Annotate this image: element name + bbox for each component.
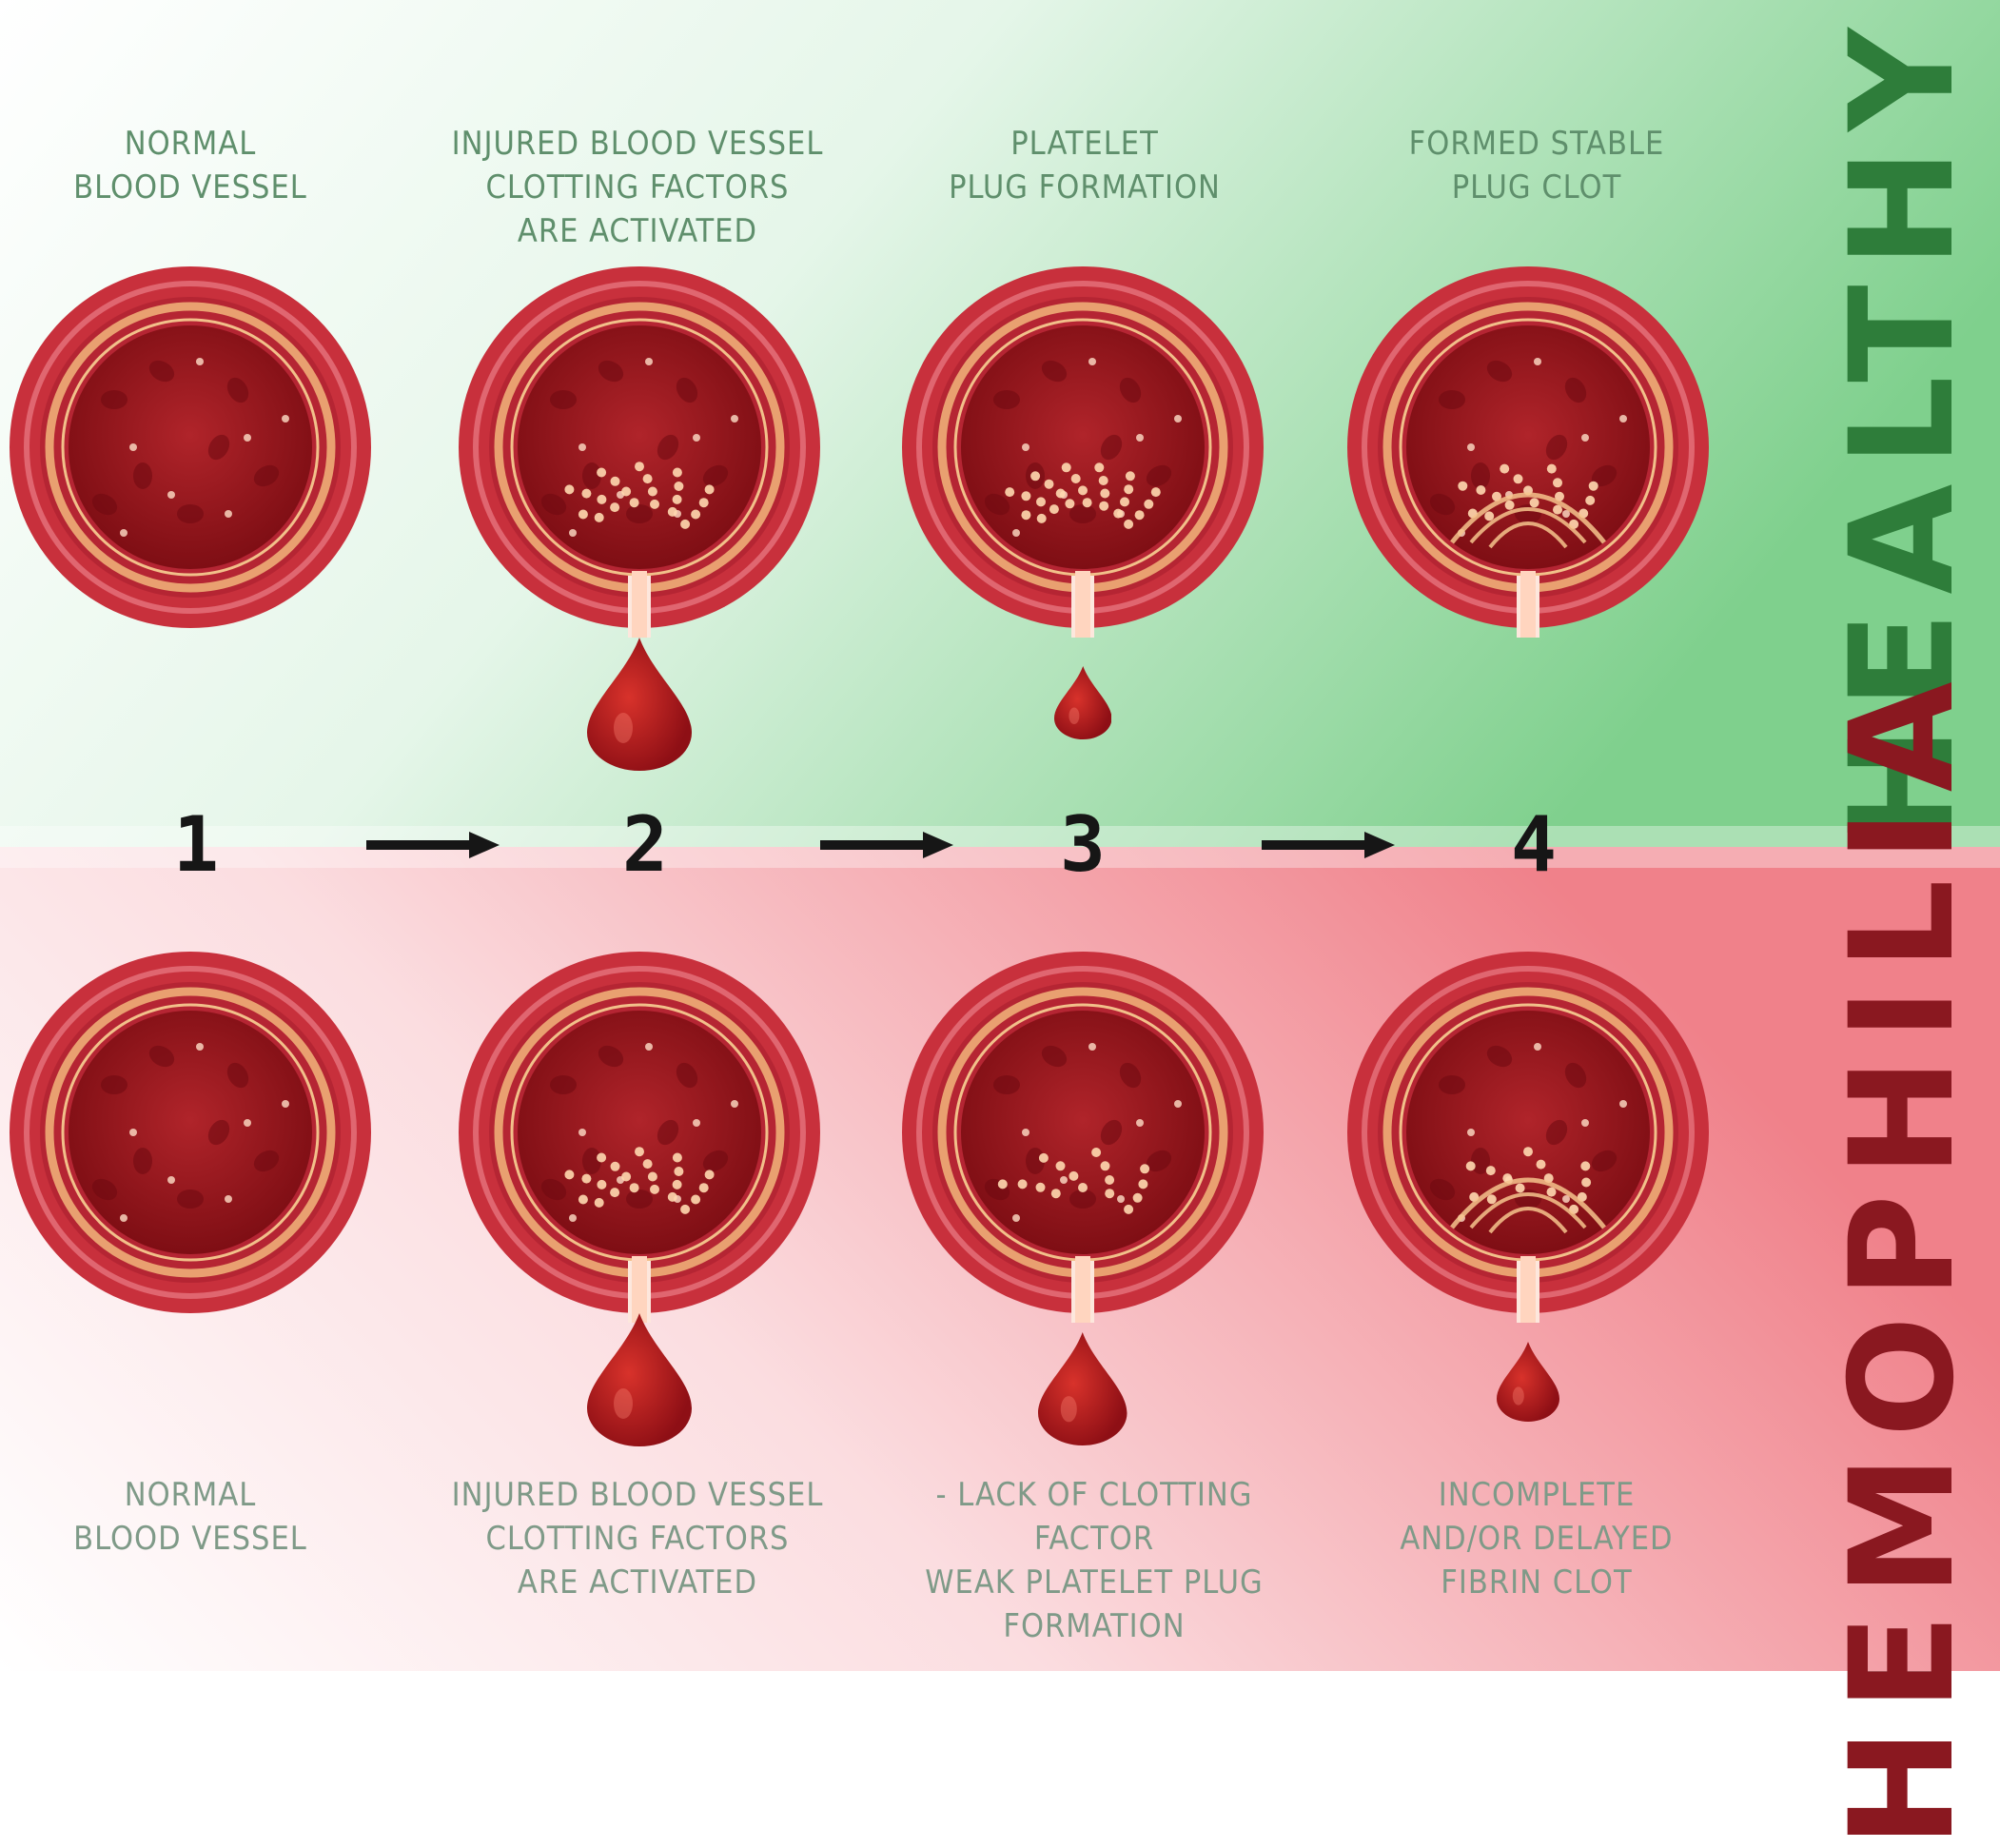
healthy-vessel-4: [1338, 257, 1718, 638]
blood-drop-icon: [1054, 666, 1112, 739]
arrow-right-icon: [1262, 826, 1395, 864]
healthy-vessel-1: [0, 257, 381, 638]
hemophilia-label-4: INCOMPLETE AND/OR DELAYED FIBRIN CLOT: [1337, 1473, 1736, 1604]
hemophilia-vessel-1: [0, 942, 381, 1323]
healthy-label-2: INJURED BLOOD VESSEL CLOTTING FACTORS AR…: [438, 122, 837, 253]
hemophilia-vessel-2: [449, 942, 830, 1323]
hemophilia-label-3: - LACK OF CLOTTING FACTOR WEAK PLATELET …: [875, 1473, 1313, 1648]
arrow-right-icon: [820, 826, 953, 864]
background: [0, 0, 2000, 1671]
step-number-2: 2: [588, 807, 702, 883]
hemophilia-label-2: INJURED BLOOD VESSEL CLOTTING FACTORS AR…: [438, 1473, 837, 1604]
step-number-3: 3: [1026, 807, 1140, 883]
hemophilia-vessel-4: [1338, 942, 1718, 1323]
step-number-1: 1: [139, 807, 253, 883]
blood-drop-icon: [1497, 1342, 1559, 1422]
healthy-label-4: FORMED STABLE PLUG CLOT: [1337, 122, 1736, 209]
hemophilia-label-1: NORMAL BLOOD VESSEL: [0, 1473, 390, 1561]
healthy-vessel-3: [892, 257, 1273, 638]
hemophilia-vessel-3: [892, 942, 1273, 1323]
step-number-4: 4: [1477, 807, 1591, 883]
arrow-right-icon: [366, 826, 500, 864]
healthy-vessel-2: [449, 257, 830, 638]
blood-drop-icon: [587, 638, 692, 771]
blood-drop-icon: [587, 1313, 692, 1446]
healthy-label-1: NORMAL BLOOD VESSEL: [0, 122, 390, 209]
healthy-label-3: PLATELET PLUG FORMATION: [885, 122, 1284, 209]
hemophilia-title: HEMOPHILIA: [1820, 664, 1986, 1848]
blood-drop-icon: [1038, 1332, 1127, 1445]
